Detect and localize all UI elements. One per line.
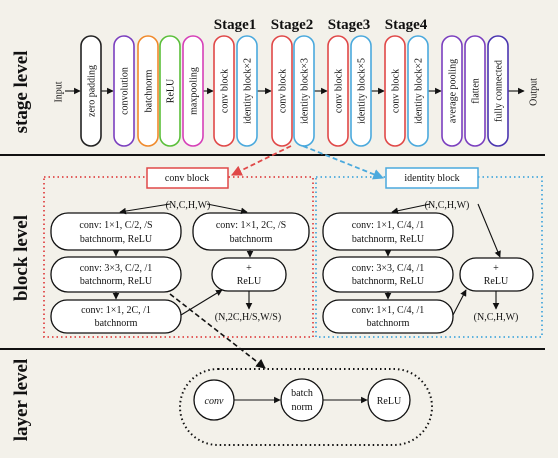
conv-block-title: conv block <box>165 173 209 184</box>
layer-pill-label: conv block <box>390 69 401 113</box>
layer-pill-label: identity block×3 <box>299 58 310 124</box>
identity-block-input-shape: (N,C,H,W) <box>425 200 470 211</box>
conv-block-shortcut-node: conv: 1×1, 2C, /S batchnorm <box>192 212 310 251</box>
layer-node: ReLU <box>367 378 411 422</box>
layer-pill-label: convolution <box>119 67 130 115</box>
layer-pill: fully connected <box>487 35 509 147</box>
layer-pill: batchnorm <box>137 35 159 147</box>
conv-block-node: conv: 1×1, 2C, /1 batchnorm <box>50 299 182 334</box>
stage-label: Stage4 <box>385 17 428 33</box>
conv-block-node: conv: 1×1, C/2, /S batchnorm, ReLU <box>50 212 182 251</box>
conv-block-zoom-arrow <box>231 145 292 176</box>
layer-pill: conv block <box>384 35 406 147</box>
conv-block-input-shape: (N,C,H,W) <box>166 200 211 211</box>
layer-pill-label: identity block×2 <box>242 58 253 124</box>
conv-block-node: conv: 3×3, C/2, /1 batchnorm, ReLU <box>50 256 182 293</box>
layer-pill: flatten <box>464 35 486 147</box>
svg-text:batchnorm, ReLU: batchnorm, ReLU <box>80 234 153 245</box>
layer-pill-label: maxpooling <box>188 67 199 115</box>
layer-pill: conv block <box>327 35 349 147</box>
svg-text:ReLU: ReLU <box>237 276 262 287</box>
svg-text:batchnorm: batchnorm <box>367 318 410 329</box>
svg-text:conv: 1×1, 2C, /1: conv: 1×1, 2C, /1 <box>81 305 151 316</box>
layer-pill: maxpooling <box>182 35 204 147</box>
svg-text:conv: 3×3, C/4, /1: conv: 3×3, C/4, /1 <box>352 263 425 274</box>
svg-text:ReLU: ReLU <box>484 276 509 287</box>
block-level-label: block level <box>11 215 32 301</box>
conv-block-add-node: + ReLU <box>211 257 287 292</box>
layer-pill-label: batchnorm <box>143 69 154 112</box>
identity-block-title: identity block <box>404 173 459 184</box>
svg-text:conv: 1×1, C/4, /1: conv: 1×1, C/4, /1 <box>352 305 425 316</box>
layer-pill: identity block×5 <box>350 35 372 147</box>
layer-pill: conv block <box>271 35 293 147</box>
conv-block-region <box>43 176 314 338</box>
identity-block-arrows <box>384 203 501 316</box>
layer-pill-label: average pooling <box>447 59 458 123</box>
layer-pill-label: flatten <box>470 78 481 104</box>
layer-pill-label: conv block <box>219 69 230 113</box>
identity-block-zoom-arrow <box>302 145 385 180</box>
layer-pill: identity block×2 <box>407 35 429 147</box>
input-label: Input <box>53 81 64 102</box>
layer-pill: conv block <box>213 35 235 147</box>
identity-block-node: conv: 3×3, C/4, /1 batchnorm, ReLU <box>322 256 454 293</box>
conv-block-output-shape: (N,2C,H/S,W/S) <box>215 312 281 323</box>
layer-pill: identity block×2 <box>236 35 258 147</box>
layer-level-region <box>179 368 433 446</box>
identity-block-add-node: + ReLU <box>459 257 534 292</box>
layer-pill-label: conv block <box>333 69 344 113</box>
svg-text:batchnorm: batchnorm <box>230 234 273 245</box>
identity-block-node: conv: 1×1, C/4, /1 batchnorm, ReLU <box>322 212 454 251</box>
stage-labels: Stage1 Stage2 Stage3 Stage4 <box>214 17 428 33</box>
layer-level-label: layer level <box>11 359 32 441</box>
layer-pill-label: fully connected <box>493 60 504 122</box>
output-label: Output <box>528 78 539 106</box>
stage-label: Stage1 <box>214 17 257 33</box>
layer-pill-label: identity block×5 <box>356 58 367 124</box>
identity-block-node: conv: 1×1, C/4, /1 batchnorm <box>322 299 454 334</box>
svg-text:batchnorm, ReLU: batchnorm, ReLU <box>352 276 425 287</box>
svg-text:batchnorm: batchnorm <box>95 318 138 329</box>
identity-block-output-shape: (N,C,H,W) <box>474 312 519 323</box>
conv-block-arrows <box>112 203 254 316</box>
svg-text:conv: 1×1, C/2, /S: conv: 1×1, C/2, /S <box>79 220 152 231</box>
svg-text:conv: 3×3, C/2, /1: conv: 3×3, C/2, /1 <box>80 263 153 274</box>
layer-node: conv <box>193 379 235 421</box>
svg-text:batch: batch <box>291 388 313 399</box>
svg-text:+: + <box>493 263 499 274</box>
layer-pill-label: identity block×2 <box>413 58 424 124</box>
svg-text:+: + <box>246 263 252 274</box>
svg-text:conv: 1×1, 2C, /S: conv: 1×1, 2C, /S <box>216 220 286 231</box>
layer-pill: average pooling <box>441 35 463 147</box>
layer-pill-label: zero padding <box>86 65 97 117</box>
stage-layer-pills: zero padding convolution batchnorm ReLU maxp… <box>80 35 509 147</box>
layer-zoom-arrow <box>169 293 266 369</box>
layer-pill: zero padding <box>80 35 102 147</box>
svg-text:batchnorm, ReLU: batchnorm, ReLU <box>80 276 153 287</box>
layer-pill-label: ReLU <box>165 78 176 103</box>
identity-block-title-box <box>385 167 479 189</box>
layer-node: batch norm <box>280 378 324 422</box>
layer-pill: identity block×3 <box>293 35 315 147</box>
stage-level-label: stage level <box>11 51 32 134</box>
conv-block-title-box <box>146 167 229 189</box>
svg-text:conv: 1×1, C/4, /1: conv: 1×1, C/4, /1 <box>352 220 425 231</box>
svg-text:norm: norm <box>291 402 312 413</box>
svg-text:ReLU: ReLU <box>377 396 402 407</box>
stage-label: Stage2 <box>271 17 314 33</box>
svg-text:conv: conv <box>205 396 224 407</box>
layer-pill-label: conv block <box>277 69 288 113</box>
layer-pill: ReLU <box>159 35 181 147</box>
stage-label: Stage3 <box>328 17 371 33</box>
svg-text:batchnorm, ReLU: batchnorm, ReLU <box>352 234 425 245</box>
layer-pill: convolution <box>113 35 135 147</box>
